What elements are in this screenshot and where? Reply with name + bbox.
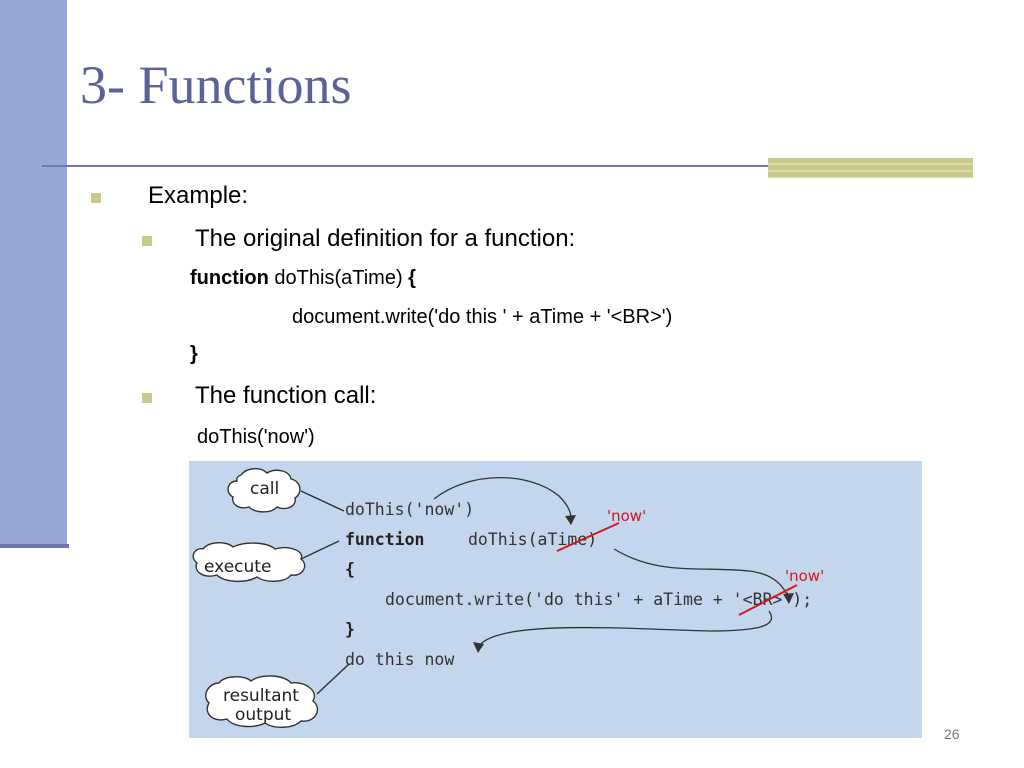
diagram-code-keyword: function	[345, 530, 424, 549]
arrow-call-to-param	[433, 476, 572, 520]
diagram-svg: doThis('now') function doThis(aTime) { d…	[192, 468, 824, 728]
call-cloud: call	[227, 468, 301, 513]
arrow-head-icon	[473, 642, 484, 653]
function-call-diagram: doThis('now') function doThis(aTime) { d…	[189, 461, 922, 738]
diagram-code-close-brace: }	[345, 620, 355, 639]
title-divider	[42, 165, 972, 167]
definition-header-line: function doThis(aTime) {	[190, 267, 416, 290]
arrow-body-to-output	[478, 610, 773, 647]
diagram-code-call: doThis('now')	[345, 500, 474, 519]
execute-cloud: execute	[192, 542, 306, 582]
call-label: The function call:	[195, 382, 377, 409]
annotation-now-body: 'now'	[785, 567, 824, 585]
diagram-code-output: do this now	[345, 650, 454, 669]
connector-resultant	[316, 663, 350, 695]
call-code: doThis('now')	[197, 426, 315, 448]
function-keyword: function	[190, 267, 269, 289]
annotation-now-param: 'now'	[607, 507, 646, 525]
connector-execute	[300, 540, 340, 560]
callout-call-text: call	[250, 479, 279, 499]
example-label: Example:	[148, 182, 249, 209]
function-signature: doThis(aTime)	[268, 267, 409, 289]
accent-block	[768, 158, 973, 178]
close-brace: }	[190, 343, 198, 365]
diagram-code-body: document.write('do this' + aTime + '<BR>…	[385, 590, 812, 609]
bullet-square-icon	[142, 236, 152, 246]
slide-title: 3- Functions	[80, 55, 352, 115]
callout-resultant-text: resultant	[223, 686, 299, 706]
bullet-square-icon	[91, 193, 101, 203]
left-decor-bar	[0, 0, 67, 546]
arrow-head-icon	[783, 593, 794, 604]
callout-output-text: output	[235, 705, 291, 725]
connector-call	[300, 490, 345, 512]
diagram-code-open-brace: {	[345, 560, 355, 579]
callout-execute-text: execute	[204, 557, 271, 577]
strike-mark-param	[556, 522, 620, 552]
diagram-code-signature: doThis(aTime)	[468, 530, 597, 549]
definition-body-line: document.write('do this ' + aTime + '<BR…	[292, 306, 673, 328]
resultant-output-cloud: resultant output	[205, 675, 319, 728]
bullet-square-icon	[142, 393, 152, 403]
left-decor-bar-edge	[0, 544, 69, 548]
open-brace: {	[408, 267, 416, 289]
arrow-param-to-body	[613, 548, 790, 600]
definition-label: The original definition for a function:	[195, 225, 576, 252]
arrow-head-icon	[565, 515, 576, 525]
slide-number: 26	[944, 726, 960, 742]
strike-mark-body	[738, 584, 798, 616]
